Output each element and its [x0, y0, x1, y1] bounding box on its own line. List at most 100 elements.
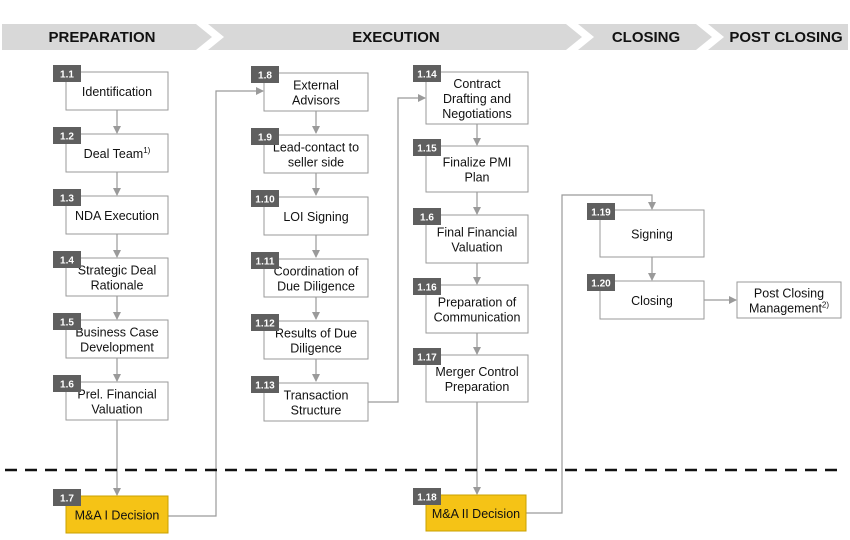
- connector-arrow: [168, 87, 264, 517]
- step-number: 1.4: [60, 256, 74, 267]
- step-number: 1.20: [591, 279, 611, 290]
- step-label: Management2): [749, 301, 829, 316]
- step-label: Rationale: [91, 279, 144, 293]
- step-label: Signing: [631, 228, 673, 242]
- step-label: Drafting and: [443, 92, 511, 106]
- step-box: [263, 258, 369, 298]
- step-box: [263, 134, 369, 174]
- phase-post-closing-label: POST CLOSING: [729, 29, 842, 46]
- step-label: seller side: [288, 156, 344, 170]
- step-number: 1.15: [417, 144, 437, 155]
- step-box: [425, 214, 529, 264]
- step-label: Due Diligence: [277, 280, 355, 294]
- step-label: Results of Due: [275, 327, 357, 341]
- step-label: Final Financial: [437, 226, 518, 240]
- step-number-badge: [53, 127, 81, 144]
- step-box: [65, 71, 169, 111]
- phase-execution-label: EXECUTION: [352, 29, 440, 46]
- phase-post-closing: POST CLOSING: [708, 24, 848, 50]
- step-box: [263, 196, 369, 236]
- step-label: Structure: [291, 404, 342, 418]
- step-number-badge: [413, 348, 441, 365]
- step-label: Preparation: [445, 380, 510, 394]
- step-number-badge: [587, 274, 615, 291]
- connector-arrow: [368, 94, 426, 403]
- step-box: [65, 195, 169, 235]
- step-number-badge: [587, 203, 615, 220]
- step-number-badge: [53, 375, 81, 392]
- step-number-badge: [413, 278, 441, 295]
- step-label: External: [293, 79, 339, 93]
- step-number-badge: [251, 66, 279, 83]
- step-box: [599, 209, 705, 258]
- connectors: [113, 87, 737, 517]
- step-number-badge: [53, 489, 81, 506]
- step-box: [425, 71, 529, 125]
- step-label: Deal Team1): [84, 146, 151, 161]
- step-box: [425, 145, 529, 193]
- step-number: 1.13: [255, 381, 275, 392]
- phase-execution: EXECUTION: [208, 24, 582, 50]
- step-box: [425, 284, 529, 334]
- step-label: Valuation: [91, 403, 142, 417]
- step-number: 1.10: [255, 195, 275, 206]
- step-label: Finalize PMI: [443, 156, 512, 170]
- step-label: Strategic Deal: [78, 264, 157, 278]
- step-number-badge: [251, 128, 279, 145]
- step-label: Plan: [464, 171, 489, 185]
- step-number-badge: [53, 313, 81, 330]
- step-number: 1.17: [417, 353, 437, 364]
- phase-header: PREPARATION EXECUTION CLOSING POST CLOSI…: [2, 24, 848, 50]
- step-label: Contract: [453, 77, 501, 91]
- phase-execution-shape: [208, 24, 582, 50]
- step-number: 1.6: [60, 380, 74, 391]
- step-label: Development: [80, 341, 154, 355]
- step-number-badge: [53, 65, 81, 82]
- step-deal-team: Deal Team1)1.2: [53, 127, 169, 173]
- step-label: Diligence: [290, 342, 341, 356]
- step-label: Valuation: [451, 241, 502, 255]
- step-number: 1.16: [417, 283, 437, 294]
- decision-box: [65, 495, 169, 534]
- step-box: [599, 280, 705, 320]
- phase-closing-label: CLOSING: [612, 29, 680, 46]
- step-label: Prel. Financial: [77, 388, 156, 402]
- connector-arrow: [526, 194, 656, 514]
- step-label: NDA Execution: [75, 209, 159, 223]
- step-box: [263, 72, 369, 112]
- step-label: Coordination of: [274, 265, 359, 279]
- step-number: 1.1: [60, 70, 74, 81]
- step-number-badge: [413, 65, 441, 82]
- step-label: Post Closing: [754, 287, 824, 301]
- step-number: 1.19: [591, 208, 611, 219]
- step-number: 1.5: [60, 318, 74, 329]
- step-box: [736, 281, 842, 319]
- step-number-badge: [251, 252, 279, 269]
- step-number: 1.11: [256, 257, 275, 268]
- step-label: Business Case: [75, 326, 158, 340]
- phase-closing-shape: [578, 24, 712, 50]
- step-label: Closing: [631, 294, 673, 308]
- step-number-badge: [413, 208, 441, 225]
- step-number: 1.7: [60, 494, 74, 505]
- step-number: 1.8: [258, 71, 272, 82]
- step-number: 1.14: [417, 70, 437, 81]
- step-label: Preparation of: [438, 296, 517, 310]
- step-label: M&A I Decision: [75, 509, 160, 523]
- step-label: Lead-contact to: [273, 141, 359, 155]
